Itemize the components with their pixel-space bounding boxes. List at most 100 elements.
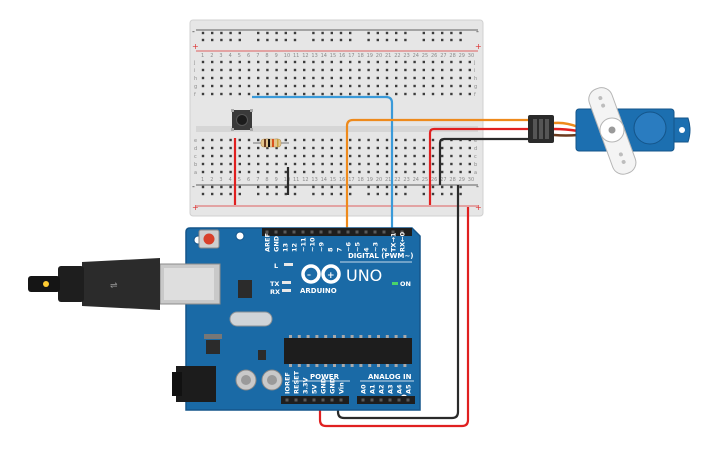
breadboard-hole: [349, 146, 352, 150]
wire-blue-button-to-pin2[interactable]: [252, 95, 394, 230]
breadboard-hole: [422, 162, 425, 166]
power-header-pin[interactable]: [321, 398, 325, 402]
breadboard-hole: [312, 68, 315, 72]
breadboard-hole: [413, 76, 416, 80]
breadboard-hole: [247, 138, 251, 142]
breadboard-row-letter: i: [194, 68, 195, 74]
analog-header-pin[interactable]: [388, 398, 392, 402]
digital-header-pin[interactable]: [283, 230, 287, 234]
breadboard-column-number: 7: [256, 53, 259, 59]
breadboard-hole: [441, 170, 444, 174]
breadboard-rail-hole: [284, 185, 287, 189]
breadboard-hole: [395, 60, 398, 64]
breadboard-hole: [358, 92, 361, 96]
breadboard-hole: [367, 92, 370, 96]
power-header-pin[interactable]: [339, 398, 343, 402]
breadboard-hole: [266, 68, 269, 72]
breadboard-rail-hole: [211, 38, 214, 42]
digital-header-pin[interactable]: [274, 230, 278, 234]
digital-header-pin[interactable]: [355, 230, 359, 234]
breadboard-hole: [404, 162, 407, 166]
breadboard-hole: [303, 170, 306, 174]
breadboard-rail-hole: [404, 31, 407, 35]
analog-header-pin[interactable]: [406, 398, 410, 402]
analog-header-pin[interactable]: [370, 398, 374, 402]
chip-pin: [368, 364, 372, 367]
micro-servo[interactable]: [528, 85, 691, 178]
breadboard-hole: [303, 146, 306, 150]
breadboard-column-number: 12: [302, 53, 308, 59]
breadboard-hole: [284, 154, 287, 158]
digital-header-pin[interactable]: [265, 230, 269, 234]
breadboard-column-number: 11: [293, 177, 299, 183]
digital-header-pin[interactable]: [310, 230, 314, 234]
analog-header-pin[interactable]: [361, 398, 365, 402]
digital-header-pin[interactable]: [301, 230, 305, 234]
power-header-pin[interactable]: [330, 398, 334, 402]
breadboard-hole: [220, 162, 223, 166]
breadboard-column-number: 17: [348, 177, 354, 183]
pushbutton[interactable]: [231, 109, 253, 131]
digital-header-pin[interactable]: [382, 230, 386, 234]
breadboard-hole: [238, 138, 241, 142]
servo-horn-hole: [598, 96, 603, 101]
breadboard-hole: [395, 84, 398, 88]
analog-pin-label: A3: [387, 384, 395, 394]
breadboard-hole: [211, 84, 214, 88]
chip-pin: [359, 364, 363, 367]
breadboard-hole: [339, 154, 343, 158]
analog-header-pin[interactable]: [397, 398, 401, 402]
power-header-pin[interactable]: [303, 398, 307, 402]
digital-header-pin[interactable]: [328, 230, 332, 234]
breadboard-hole: [220, 60, 223, 64]
wire-orange-signal-to-pin7[interactable]: [345, 118, 528, 230]
wire-red-5v-to-rail[interactable]: [318, 207, 470, 428]
breadboard-column-number: 16: [339, 177, 345, 183]
breadboard-hole: [376, 154, 379, 158]
digital-header-pin[interactable]: [391, 230, 395, 234]
digital-header-pin[interactable]: [400, 230, 404, 234]
digital-header-pin[interactable]: [292, 230, 296, 234]
breadboard-column-number: 30: [468, 177, 474, 183]
reset-button[interactable]: [203, 233, 215, 245]
analog-header-pin[interactable]: [379, 398, 383, 402]
digital-header-pin[interactable]: [373, 230, 377, 234]
breadboard-rail-hole: [441, 38, 444, 42]
analog-section-label: ANALOG IN: [368, 373, 412, 381]
wire-black-servo-ground[interactable]: [438, 137, 528, 185]
digital-header-pin[interactable]: [346, 230, 350, 234]
breadboard-hole: [385, 68, 389, 72]
breadboard-rail-hole: [385, 38, 389, 42]
resistor[interactable]: [253, 138, 289, 148]
wire-red-servo-power[interactable]: [428, 127, 528, 205]
breadboard-hole: [413, 146, 416, 150]
chip-pin: [306, 335, 310, 338]
power-header-pin[interactable]: [294, 398, 298, 402]
breadboard-hole: [247, 162, 251, 166]
digital-header-pin[interactable]: [319, 230, 323, 234]
digital-header-pin[interactable]: [364, 230, 368, 234]
breadboard-hole: [257, 146, 260, 150]
breadboard-hole: [450, 84, 453, 88]
breadboard-rail-hole: [441, 192, 444, 196]
arduino-logo: – +: [301, 264, 341, 284]
wire-black-gnd-to-rail[interactable]: [336, 185, 460, 420]
digital-pin-label: AREF: [264, 233, 272, 252]
top-minus-label: -: [192, 27, 195, 36]
breadboard-hole: [293, 154, 297, 158]
breadboard-hole: [211, 154, 214, 158]
breadboard-hole: [257, 84, 260, 88]
breadboard-hole: [395, 154, 398, 158]
chip-pin: [359, 335, 363, 338]
power-header-pin[interactable]: [285, 398, 289, 402]
breadboard-hole: [422, 170, 425, 174]
digital-header-pin[interactable]: [337, 230, 341, 234]
power-header-pin[interactable]: [312, 398, 316, 402]
pushbutton-leg: [231, 128, 234, 131]
breadboard-column-number: 10: [284, 53, 290, 59]
breadboard-hole: [293, 138, 297, 142]
breadboard-hole: [349, 60, 352, 64]
breadboard-hole: [247, 170, 251, 174]
